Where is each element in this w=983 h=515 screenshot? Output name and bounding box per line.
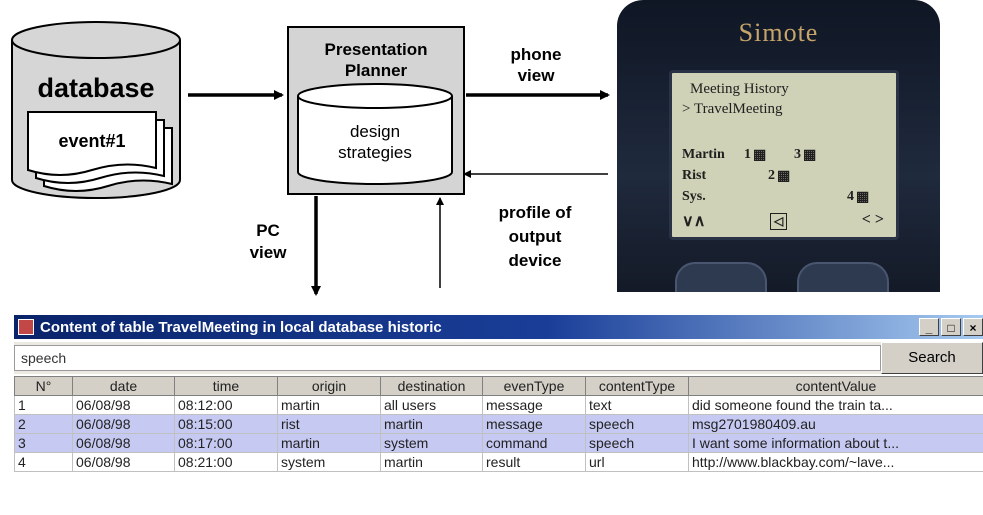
cell-n[interactable]: 1 [14, 395, 73, 415]
table-row[interactable]: 1 06/08/98 08:12:00 martin all users mes… [14, 395, 983, 415]
phone-nav-leftright[interactable]: < > [861, 211, 884, 228]
strategies-line1: design [350, 122, 400, 141]
pc-view-line1: PC [256, 221, 280, 240]
app-icon [18, 319, 34, 335]
database-label: database [37, 73, 154, 103]
window-titlebar[interactable]: Content of table TravelMeeting in local … [14, 315, 983, 339]
results-table: N° date time origin destination evenType… [14, 376, 983, 472]
phone-screen: Meeting History > TravelMeeting Martin 1… [669, 70, 899, 240]
cell-date[interactable]: 06/08/98 [72, 452, 175, 472]
phone-row-name: Martin [682, 147, 725, 162]
minimize-icon[interactable]: _ [919, 318, 939, 336]
cell-time[interactable]: 08:21:00 [174, 452, 278, 472]
cell-contentvalue[interactable]: did someone found the train ta... [688, 395, 983, 415]
phone-msg-icon: ▦ [777, 169, 791, 184]
phone-row: Rist 2 ▦ [682, 168, 886, 186]
search-bar: speech Search [14, 342, 983, 374]
phone-nav-updown[interactable]: ∨∧ [682, 213, 706, 230]
phone-screen-title: Meeting History [690, 81, 789, 97]
phone-row-b: 3 [794, 147, 801, 162]
maximize-icon[interactable]: □ [941, 318, 961, 336]
search-button[interactable]: Search [881, 342, 983, 374]
phone-row: Sys. 4 ▦ [682, 189, 886, 207]
cell-contenttype[interactable]: url [585, 452, 689, 472]
cell-origin[interactable]: martin [277, 395, 381, 415]
cell-contentvalue[interactable]: msg2701980409.au [688, 414, 983, 434]
table-viewer-window: Content of table TravelMeeting in local … [14, 315, 983, 515]
column-header[interactable]: contentType [585, 376, 689, 396]
phone-brand-logo: Simote [738, 18, 819, 47]
phone-speaker-icon[interactable]: ◁ [770, 213, 788, 230]
cell-destination[interactable]: martin [380, 452, 483, 472]
cell-origin[interactable]: system [277, 452, 381, 472]
cell-date[interactable]: 06/08/98 [72, 414, 175, 434]
cell-n[interactable]: 2 [14, 414, 73, 434]
phone-msg-icon: ▦ [753, 148, 767, 163]
strategies-line2: strategies [338, 143, 412, 162]
phone-row-name: Sys. [682, 189, 706, 204]
table-header-row: N° date time origin destination evenType… [14, 376, 983, 396]
close-icon[interactable]: × [963, 318, 983, 336]
presentation-planner-box: Presentation Planner design strategies [287, 26, 465, 195]
column-header[interactable]: date [72, 376, 175, 396]
phone-left-key[interactable] [675, 262, 767, 292]
cell-n[interactable]: 4 [14, 452, 73, 472]
phone-row-name: Rist [682, 168, 707, 183]
cell-contenttype[interactable]: text [585, 395, 689, 415]
cell-date[interactable]: 06/08/98 [72, 433, 175, 453]
phone-nav: ∨∧ ◁ < > [682, 211, 884, 231]
cell-destination[interactable]: all users [380, 395, 483, 415]
table-row[interactable]: 3 06/08/98 08:17:00 martin system comman… [14, 433, 983, 453]
cell-eventype[interactable]: command [482, 433, 586, 453]
cell-origin[interactable]: martin [277, 433, 381, 453]
cell-origin[interactable]: rist [277, 414, 381, 434]
cell-contentvalue[interactable]: I want some information about t... [688, 433, 983, 453]
cell-date[interactable]: 06/08/98 [72, 395, 175, 415]
event-documents: event#1 [27, 111, 173, 192]
cell-eventype[interactable]: result [482, 452, 586, 472]
table-row[interactable]: 2 06/08/98 08:15:00 rist martin message … [14, 414, 983, 434]
column-header[interactable]: N° [14, 376, 73, 396]
column-header[interactable]: evenType [482, 376, 586, 396]
search-input[interactable]: speech [14, 345, 881, 371]
phone-msg-icon: ▦ [803, 148, 817, 163]
phone-row: Martin 1 ▦ 3 ▦ [682, 147, 886, 165]
phone-view-line1: phone [511, 45, 562, 64]
table-row[interactable]: 4 06/08/98 08:21:00 system martin result… [14, 452, 983, 472]
phone-row-a: 1 [744, 147, 751, 162]
cell-contenttype[interactable]: speech [585, 433, 689, 453]
phone-device: Simote Meeting History > TravelMeeting M… [617, 0, 940, 292]
cell-contentvalue[interactable]: http://www.blackbay.com/~lave... [688, 452, 983, 472]
cell-eventype[interactable]: message [482, 414, 586, 434]
cell-time[interactable]: 08:12:00 [174, 395, 278, 415]
profile-line2: output [509, 227, 562, 246]
cell-time[interactable]: 08:15:00 [174, 414, 278, 434]
phone-msg-icon: ▦ [856, 190, 870, 205]
phone-view-line2: view [518, 66, 556, 85]
window-title: Content of table TravelMeeting in local … [40, 318, 442, 336]
cell-destination[interactable]: system [380, 433, 483, 453]
phone-row-b: 2 [768, 168, 775, 183]
pc-view-line2: view [250, 243, 288, 262]
column-header[interactable]: destination [380, 376, 483, 396]
column-header[interactable]: contentValue [688, 376, 983, 396]
phone-screen-item: > TravelMeeting [682, 101, 783, 117]
cell-time[interactable]: 08:17:00 [174, 433, 278, 453]
phone-row-b: 4 [847, 189, 854, 204]
column-header[interactable]: origin [277, 376, 381, 396]
planner-title-line2: Planner [345, 61, 408, 80]
column-header[interactable]: time [174, 376, 278, 396]
profile-line1: profile of [499, 203, 572, 222]
cell-n[interactable]: 3 [14, 433, 73, 453]
profile-line3: device [509, 251, 562, 270]
cell-eventype[interactable]: message [482, 395, 586, 415]
event-label: event#1 [58, 131, 125, 151]
phone-right-key[interactable] [797, 262, 889, 292]
planner-title-line1: Presentation [325, 40, 428, 59]
cell-destination[interactable]: martin [380, 414, 483, 434]
cell-contenttype[interactable]: speech [585, 414, 689, 434]
